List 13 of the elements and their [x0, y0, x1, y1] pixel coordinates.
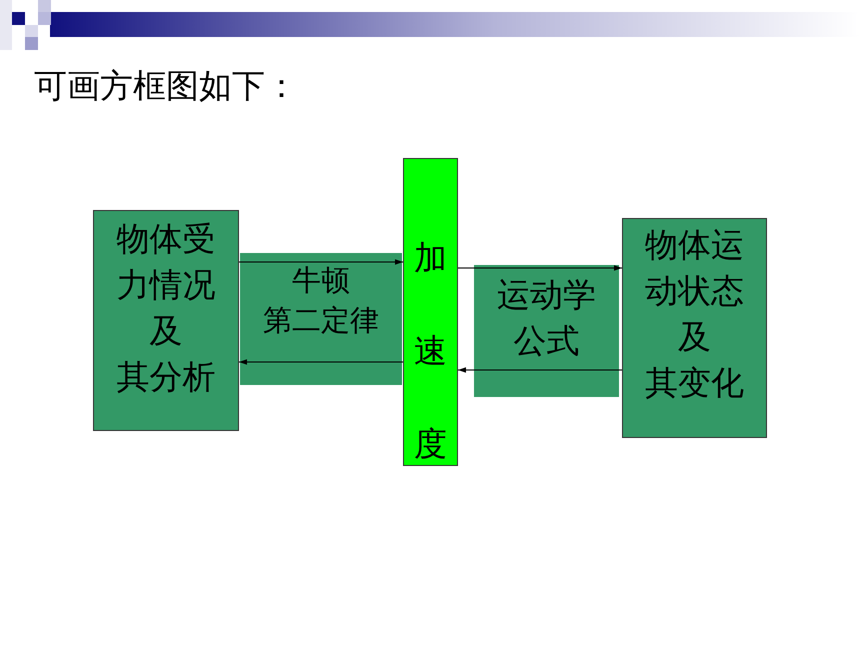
process-box — [93, 210, 239, 431]
box-label: 加速度 — [413, 240, 448, 465]
process-box — [622, 218, 767, 438]
title: 可画方框图如下： — [34, 68, 298, 107]
box-label: 物体受力情况及其分析 — [116, 221, 216, 398]
tall-box — [403, 158, 458, 466]
edge-label: 运动学公式 — [474, 265, 619, 397]
arrow — [458, 265, 622, 271]
edge-label: 牛顿第二定律 — [240, 253, 402, 385]
arrow — [238, 359, 404, 365]
box-label: 物体运动状态及其变化 — [644, 227, 745, 404]
arrow — [238, 259, 404, 265]
arrow — [458, 367, 622, 373]
